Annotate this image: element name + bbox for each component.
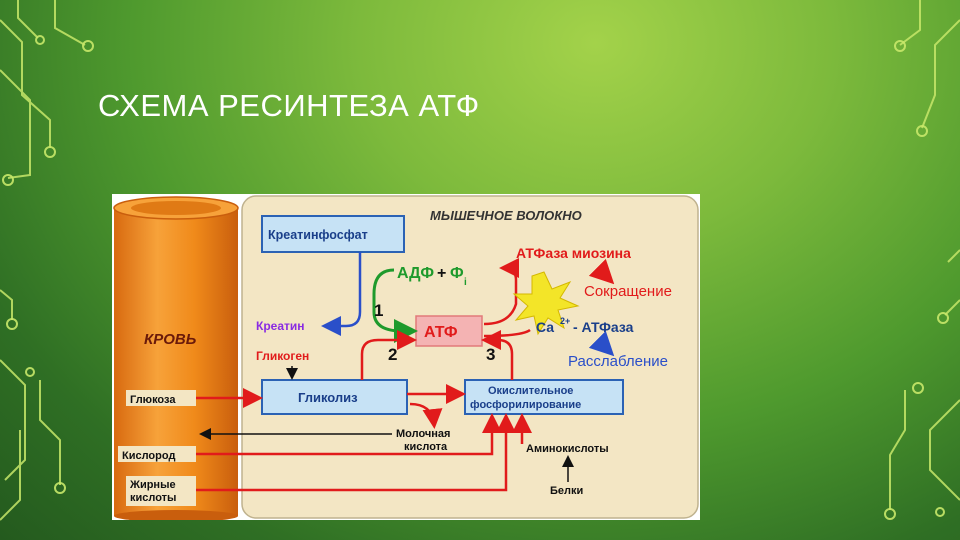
oxidative-label-line2: фосфорилирование bbox=[470, 399, 581, 411]
glucose-label: Глюкоза bbox=[130, 394, 176, 406]
glycolysis-to-lactic-arrow bbox=[409, 402, 443, 429]
creatine-label: Креатин bbox=[256, 319, 305, 333]
muscle-fiber-panel bbox=[241, 195, 699, 519]
oxygen-label: Кислород bbox=[122, 450, 175, 462]
slide-title: СХЕМА РЕСИНТЕЗА АТФ bbox=[98, 88, 480, 123]
atp-label: АТФ bbox=[424, 324, 458, 341]
oxidative-phosphorylation-box bbox=[464, 379, 624, 415]
glycogen-label: Гликоген bbox=[256, 349, 309, 363]
ca-atpase-to-relaxation-arrow bbox=[588, 330, 615, 357]
adp-to-atp-arrow bbox=[372, 268, 418, 343]
atp-resynthesis-diagram: МЫШЕЧНОЕ ВОЛОКНО КРОВЬ Глюкоза Кислород … bbox=[112, 194, 700, 520]
contraction-label: Сокращение bbox=[584, 283, 672, 300]
creatine-phosphate-to-creatine-arrow bbox=[321, 252, 362, 336]
oxidative-to-atp-arrow bbox=[481, 330, 514, 380]
amino-acids-label: Аминокислоты bbox=[526, 443, 609, 455]
pathway-number-3: 3 bbox=[486, 345, 495, 364]
pathway-number-2: 2 bbox=[388, 345, 397, 364]
ca-atpase-label: - АТФаза bbox=[573, 319, 634, 335]
creatine-phosphate-label: Креатинфосфат bbox=[268, 228, 368, 242]
lactic-acid-label-line2: кислота bbox=[404, 441, 448, 453]
glycolysis-to-atp-arrow bbox=[360, 330, 417, 380]
fiber-label: МЫШЕЧНОЕ ВОЛОКНО bbox=[430, 208, 582, 223]
fatty-acids-label-line2: кислоты bbox=[130, 492, 176, 504]
ca-label: Са bbox=[536, 319, 554, 335]
proteins-label: Белки bbox=[550, 485, 583, 497]
atp-box bbox=[415, 315, 483, 347]
atp-to-atpase-arrow bbox=[483, 258, 520, 326]
fatty-acids-label-line1: Жирные bbox=[129, 479, 176, 491]
fatty-acids-to-oxidative-arrow bbox=[196, 413, 516, 492]
lactic-acid-label-line1: Молочная bbox=[396, 428, 450, 440]
adp-label: АДФ bbox=[397, 265, 434, 282]
ca-superscript: 2+ bbox=[560, 316, 570, 326]
glycolysis-label: Гликолиз bbox=[298, 390, 358, 405]
creatine-phosphate-box bbox=[261, 215, 405, 253]
atpase-to-contraction-arrow bbox=[588, 258, 615, 285]
relaxation-label: Расслабление bbox=[568, 353, 668, 370]
energy-star-icon bbox=[512, 271, 580, 336]
myosin-atpase-label: АТФаза миозина bbox=[516, 245, 631, 261]
oxygen-to-oxidative-arrow bbox=[196, 413, 502, 456]
blood-vessel bbox=[113, 196, 239, 520]
phi-subscript: i bbox=[464, 277, 467, 288]
plus-sign: + bbox=[437, 265, 446, 282]
blood-label: КРОВЬ bbox=[144, 331, 197, 348]
atp-to-ca-atpase-line bbox=[483, 328, 531, 338]
oxidative-label-line1: Окислительное bbox=[488, 385, 573, 397]
phi-label: Ф bbox=[450, 265, 464, 282]
glycolysis-box bbox=[261, 379, 408, 415]
pathway-number-1: 1 bbox=[374, 301, 383, 320]
